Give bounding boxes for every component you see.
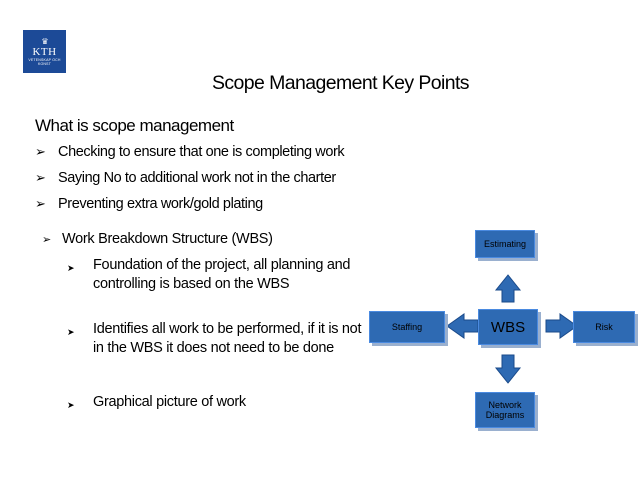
network-diagrams-box: Network Diagrams (475, 392, 535, 428)
arrow-up-icon (494, 274, 522, 303)
slide-title: Scope Management Key Points (212, 72, 470, 94)
wbs-item-text: Foundation of the project, all planning … (93, 257, 351, 292)
arrow-bullet-icon: ➤ (67, 400, 75, 410)
arrow-bullet-icon: ➢ (35, 144, 46, 159)
logo-text: KTH (32, 45, 57, 58)
kth-logo: ♛ KTH VETENSKAP OCH KONST (23, 30, 66, 73)
bullet-item: ➢ Checking to ensure that one is complet… (35, 144, 345, 160)
wbs-item: ➤ Foundation of the project, all plannin… (67, 256, 363, 294)
risk-box: Risk (573, 311, 635, 343)
bullet-text: Preventing extra work/gold plating (58, 196, 263, 212)
wbs-item-text: Graphical picture of work (93, 394, 246, 410)
wbs-bullet: ➢ Work Breakdown Structure (WBS) (42, 231, 273, 247)
crown-icon: ♛ (41, 36, 48, 46)
logo-subtext: VETENSKAP OCH KONST (28, 57, 61, 66)
arrow-bullet-icon: ➤ (67, 263, 75, 273)
arrow-bullet-icon: ➤ (67, 327, 75, 337)
bullet-item: ➢ Saying No to additional work not in th… (35, 170, 336, 186)
bullet-text: Saying No to additional work not in the … (58, 170, 336, 186)
section-heading: What is scope management (35, 116, 234, 135)
arrow-right-icon (545, 313, 578, 339)
arrow-left-icon (446, 313, 479, 339)
staffing-box: Staffing (369, 311, 445, 343)
arrow-bullet-icon: ➢ (35, 196, 46, 211)
arrow-bullet-icon: ➢ (42, 234, 51, 246)
estimating-box: Estimating (475, 230, 535, 258)
arrow-bullet-icon: ➢ (35, 170, 46, 185)
wbs-item: ➤ Graphical picture of work (67, 393, 363, 415)
wbs-item: ➤ Identifies all work to be performed, i… (67, 320, 363, 358)
wbs-label: Work Breakdown Structure (WBS) (62, 231, 273, 247)
bullet-text: Checking to ensure that one is completin… (58, 144, 345, 160)
wbs-item-text: Identifies all work to be performed, if … (93, 321, 362, 356)
arrow-down-icon (494, 354, 522, 384)
bullet-item: ➢ Preventing extra work/gold plating (35, 196, 263, 212)
wbs-box: WBS (478, 309, 538, 345)
